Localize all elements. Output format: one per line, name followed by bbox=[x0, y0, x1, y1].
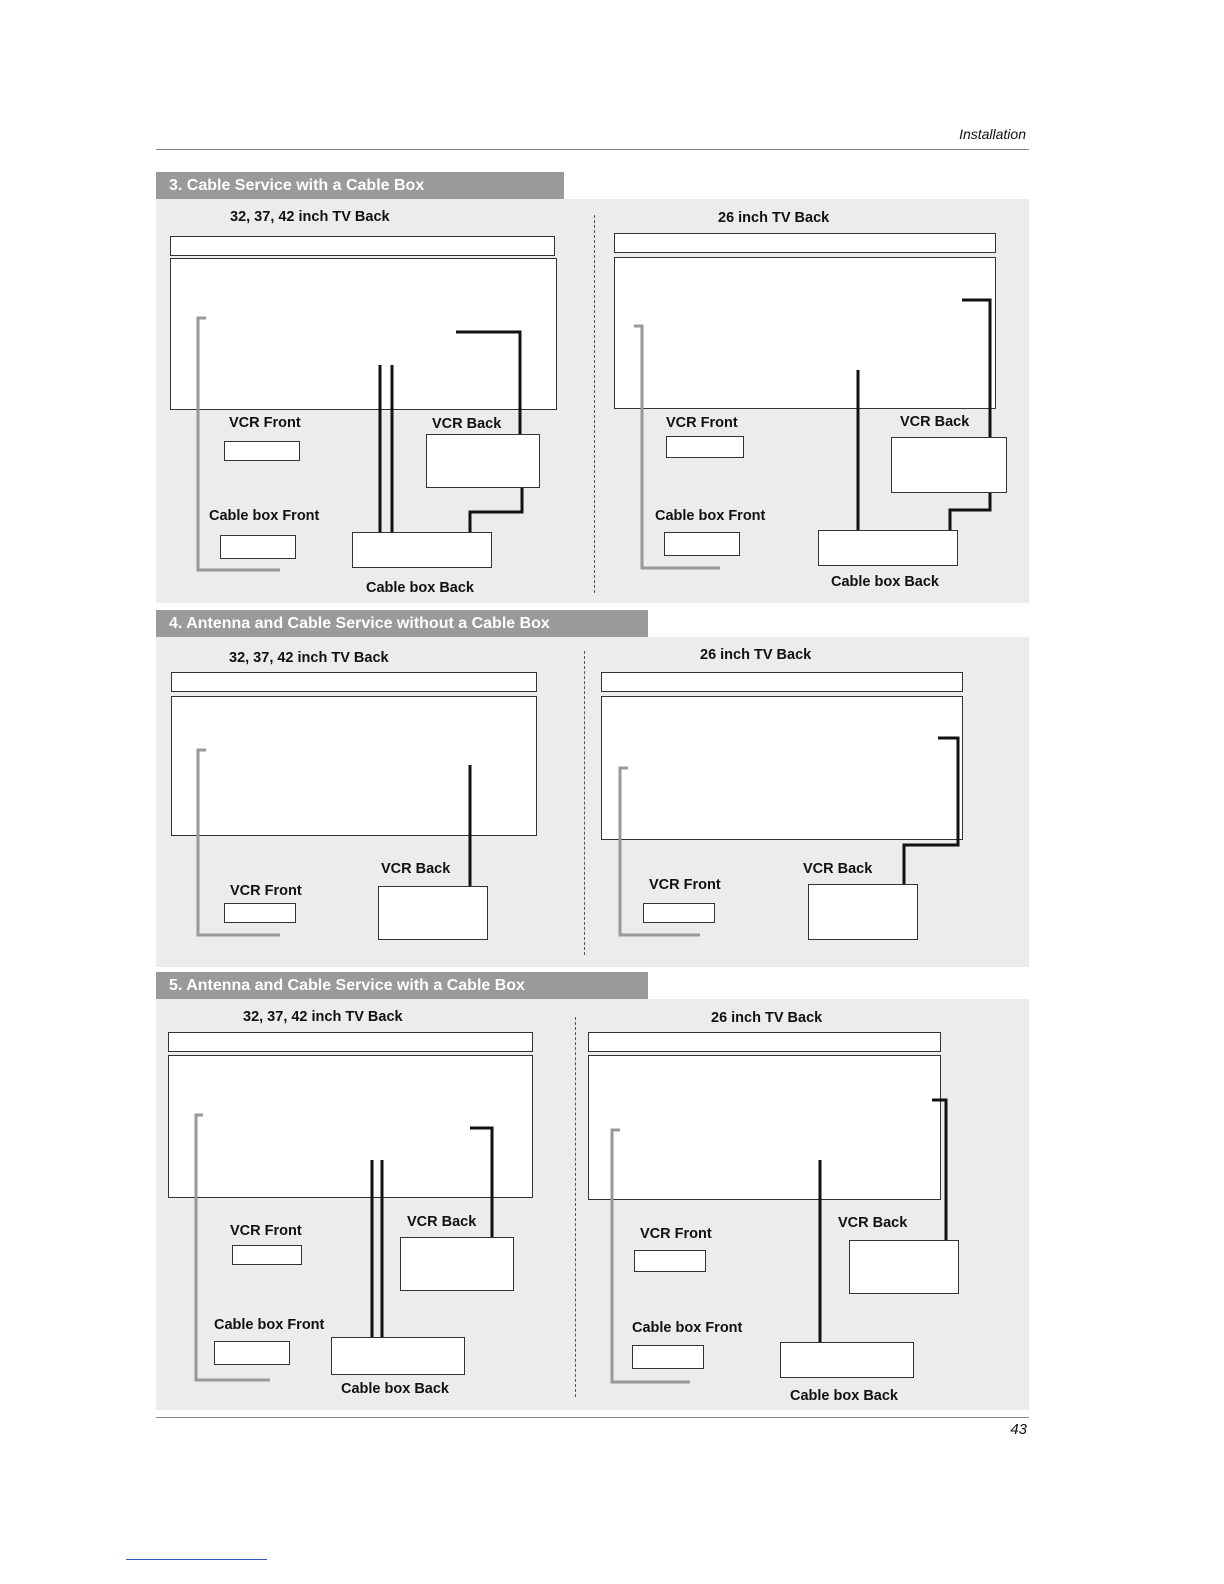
page-number: 43 bbox=[1010, 1421, 1027, 1438]
vcr-back bbox=[891, 437, 1007, 493]
section-title: 5. Antenna and Cable Service with a Cabl… bbox=[156, 972, 648, 999]
box-front-label: Cable box Front bbox=[214, 1317, 325, 1333]
tv-strip bbox=[170, 236, 555, 256]
vcr-front bbox=[666, 436, 744, 458]
cable-box-front bbox=[220, 535, 296, 559]
cable-box-front bbox=[632, 1345, 704, 1369]
box-back-label: Cable box Back bbox=[366, 580, 474, 596]
vcr-back-label: VCR Back bbox=[900, 414, 970, 430]
tv-strip bbox=[171, 672, 537, 692]
tv-back-panel bbox=[171, 696, 537, 836]
tv-strip bbox=[588, 1032, 941, 1052]
divider bbox=[584, 651, 585, 955]
cable-box-back bbox=[818, 530, 958, 566]
vcr-front bbox=[224, 441, 300, 461]
cable-box-back bbox=[780, 1342, 914, 1378]
vcr-back-label: VCR Back bbox=[803, 861, 873, 877]
footer-rule bbox=[156, 1417, 1029, 1418]
cable-box-front bbox=[664, 532, 740, 556]
cable-box-back bbox=[331, 1337, 465, 1375]
tv-label: 32, 37, 42 inch TV Back bbox=[243, 1009, 403, 1025]
vcr-front bbox=[643, 903, 715, 923]
divider bbox=[594, 215, 595, 593]
box-back-label: Cable box Back bbox=[790, 1388, 898, 1404]
vcr-front-label: VCR Front bbox=[649, 877, 721, 893]
vcr-back-label: VCR Back bbox=[407, 1214, 477, 1230]
box-front-label: Cable box Front bbox=[209, 508, 320, 524]
tv-strip bbox=[168, 1032, 533, 1052]
tv-back-panel bbox=[601, 696, 963, 840]
tv-back-panel bbox=[588, 1055, 941, 1200]
tv-strip bbox=[601, 672, 963, 692]
vcr-front bbox=[224, 903, 296, 923]
tv-label: 32, 37, 42 inch TV Back bbox=[229, 650, 389, 666]
tv-label: 26 inch TV Back bbox=[718, 210, 830, 226]
box-back-label: Cable box Back bbox=[341, 1381, 449, 1397]
vcr-back bbox=[426, 434, 540, 488]
header-rule bbox=[156, 149, 1029, 150]
vcr-front-label: VCR Front bbox=[230, 1223, 302, 1239]
tv-back-panel bbox=[170, 258, 557, 410]
vcr-back-label: VCR Back bbox=[381, 861, 451, 877]
tv-label: 26 inch TV Back bbox=[711, 1010, 823, 1026]
tv-label: 32, 37, 42 inch TV Back bbox=[230, 209, 390, 225]
header-section-title: Installation bbox=[959, 126, 1026, 142]
vcr-back bbox=[378, 886, 488, 940]
vcr-front-label: VCR Front bbox=[640, 1226, 712, 1242]
section-title: 3. Cable Service with a Cable Box bbox=[156, 172, 564, 199]
footer-link-line bbox=[126, 1559, 267, 1560]
box-front-label: Cable box Front bbox=[655, 508, 766, 524]
cable-box-front bbox=[214, 1341, 290, 1365]
divider bbox=[575, 1017, 576, 1397]
vcr-front-label: VCR Front bbox=[666, 415, 738, 431]
box-back-label: Cable box Back bbox=[831, 574, 939, 590]
tv-label: 26 inch TV Back bbox=[700, 647, 812, 663]
vcr-back-label: VCR Back bbox=[838, 1215, 908, 1231]
vcr-front-label: VCR Front bbox=[230, 883, 302, 899]
vcr-back bbox=[400, 1237, 514, 1291]
vcr-back bbox=[849, 1240, 959, 1294]
tv-strip bbox=[614, 233, 996, 253]
vcr-front-label: VCR Front bbox=[229, 415, 301, 431]
vcr-back-label: VCR Back bbox=[432, 416, 502, 432]
box-front-label: Cable box Front bbox=[632, 1320, 743, 1336]
section-title: 4. Antenna and Cable Service without a C… bbox=[156, 610, 648, 637]
vcr-back bbox=[808, 884, 918, 940]
cable-box-back bbox=[352, 532, 492, 568]
tv-back-panel bbox=[614, 257, 996, 409]
vcr-front bbox=[634, 1250, 706, 1272]
vcr-front bbox=[232, 1245, 302, 1265]
